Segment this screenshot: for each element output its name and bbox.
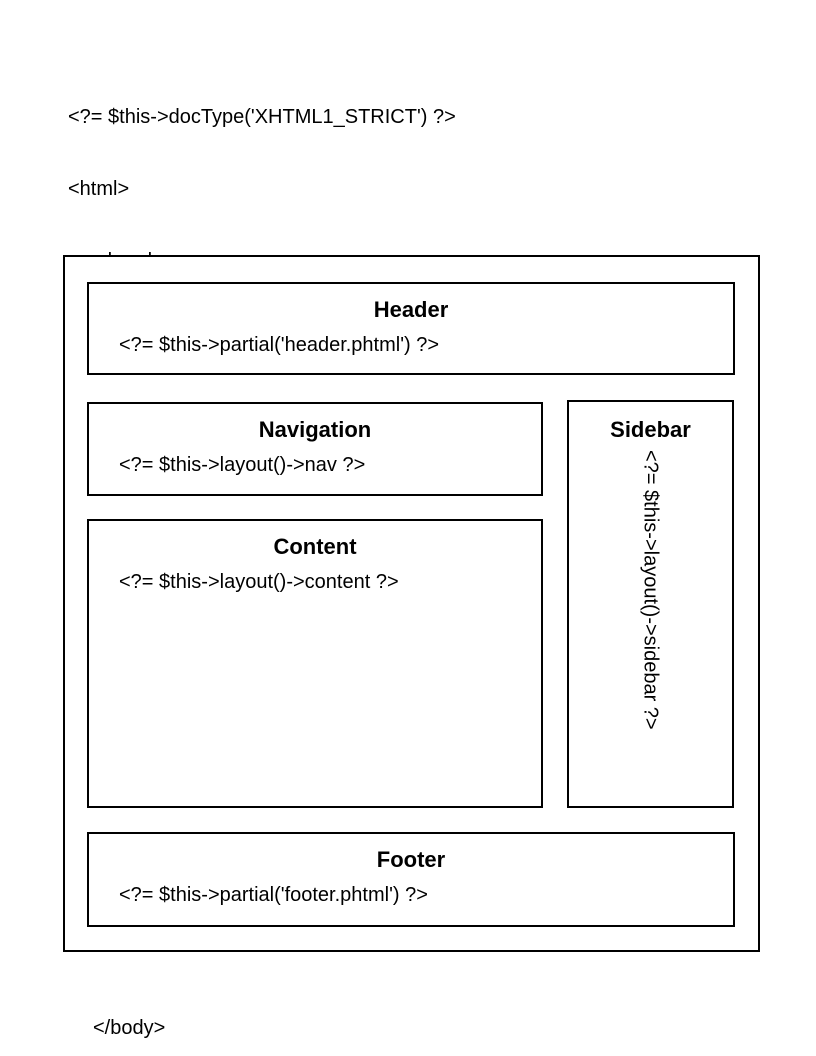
code-line-doctype: <?= $this->docType('XHTML1_STRICT') ?> xyxy=(68,106,456,128)
header-box-title: Header xyxy=(373,297,449,322)
footer-box-title: Footer xyxy=(376,847,446,872)
navigation-box-code: <?= $this->layout()->nav ?> xyxy=(119,454,366,476)
header-box: Header <?= $this->partial('header.phtml'… xyxy=(87,282,735,375)
sidebar-box: Sidebar <?= $this->layout()->sidebar ?> xyxy=(567,400,734,808)
template-code-bottom: </body> </html> xyxy=(67,966,165,1056)
header-box-code: <?= $this->partial('header.phtml') ?> xyxy=(119,334,440,356)
content-box: Content <?= $this->layout()->content ?> xyxy=(87,519,543,808)
navigation-box-title: Navigation xyxy=(258,417,372,442)
sidebar-box-code: <?= $this->layout()->sidebar ?> xyxy=(639,450,662,730)
sidebar-box-title: Sidebar xyxy=(610,417,691,442)
footer-box-code: <?= $this->partial('footer.phtml') ?> xyxy=(119,884,428,906)
code-line-body-close: </body> xyxy=(93,1017,166,1039)
code-line-html-open: <html> xyxy=(68,178,130,200)
navigation-box: Navigation <?= $this->layout()->nav ?> xyxy=(87,402,543,496)
content-box-code: <?= $this->layout()->content ?> xyxy=(119,571,399,593)
content-box-title: Content xyxy=(273,534,357,559)
footer-box: Footer <?= $this->partial('footer.phtml'… xyxy=(87,832,735,927)
